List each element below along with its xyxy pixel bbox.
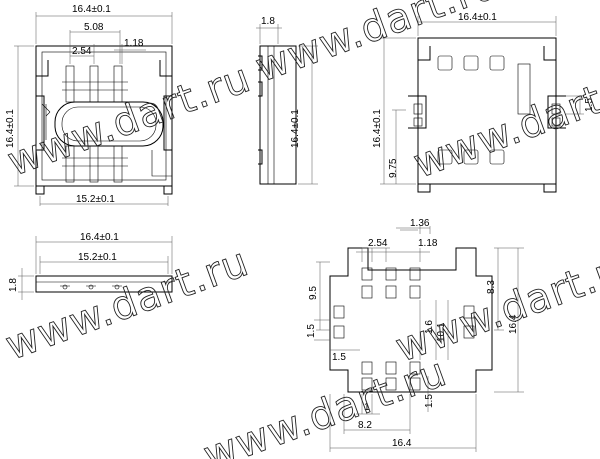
dim-front-pitch5: 5.08 xyxy=(84,22,104,33)
dim-fp-mid2: 10.1 xyxy=(436,322,447,342)
watermark-text: www.dart.ru xyxy=(198,349,453,459)
dim-fp-pad: 1.18 xyxy=(418,238,438,249)
dim-right-offset: 9.75 xyxy=(388,158,399,178)
dim-fp-right-outer: 16.4 xyxy=(508,314,519,334)
dim-edge-thickness: 1.8 xyxy=(8,278,19,292)
footprint-view: 1.36 2.54 1.18 9.5 1.5 8.3 16.4 1.6 10.1… xyxy=(306,218,524,452)
dim-fp-top-small: 1.36 xyxy=(410,218,430,229)
dim-fp-one: 1 xyxy=(364,402,370,413)
front-view: 16.4±0.1 5.08 2.54 1.18 16.4±0.1 15.2±0.… xyxy=(5,4,173,206)
dim-front-width: 16.4±0.1 xyxy=(72,4,111,15)
watermark-text: www.dart.ru xyxy=(2,55,257,185)
dim-edge-inner: 15.2±0.1 xyxy=(78,252,117,263)
dim-fp-right-tall: 8.3 xyxy=(486,280,497,294)
dim-right-small: 1.5 xyxy=(584,98,595,112)
dim-fp-mid1: 1.6 xyxy=(424,320,435,334)
dim-fp-bottom-total: 16.4 xyxy=(392,438,412,449)
dim-front-height: 16.4±0.1 xyxy=(5,109,16,148)
dim-fp-bottom-mid: 8.2 xyxy=(358,420,372,431)
dim-front-pitch2: 2.54 xyxy=(72,46,92,57)
side-view: 1.8 16.4±0.1 xyxy=(256,16,318,185)
dim-side-thickness: 1.8 xyxy=(261,16,275,27)
watermark-text: www.dart.ru xyxy=(250,0,505,91)
watermark-text: www.dart.ru xyxy=(0,239,255,369)
dim-fp-bottom-right: 1.5 xyxy=(424,394,435,408)
dim-right-height: 16.4±0.1 xyxy=(372,109,383,148)
watermark-text: www.dart.ru xyxy=(390,241,600,371)
dim-front-pad: 1.18 xyxy=(124,38,144,49)
dim-fp-left-tall: 9.5 xyxy=(308,286,319,300)
dim-fp-bottom-left: 1.5 xyxy=(332,352,346,363)
dim-right-width: 16.4±0.1 xyxy=(458,12,497,23)
dim-front-bottom: 15.2±0.1 xyxy=(76,194,115,205)
edge-view: 16.4±0.1 15.2±0.1 1.8 xyxy=(8,232,173,300)
right-top-view: 16.4±0.1 16.4±0.1 9.75 1.5 xyxy=(372,12,595,193)
dim-side-height: 16.4±0.1 xyxy=(290,109,301,148)
dim-edge-width: 16.4±0.1 xyxy=(80,232,119,243)
dim-fp-pitch: 2.54 xyxy=(368,238,388,249)
watermark-text: www.dart.ru xyxy=(408,57,600,187)
dim-fp-mid-left: 1.5 xyxy=(306,324,317,338)
